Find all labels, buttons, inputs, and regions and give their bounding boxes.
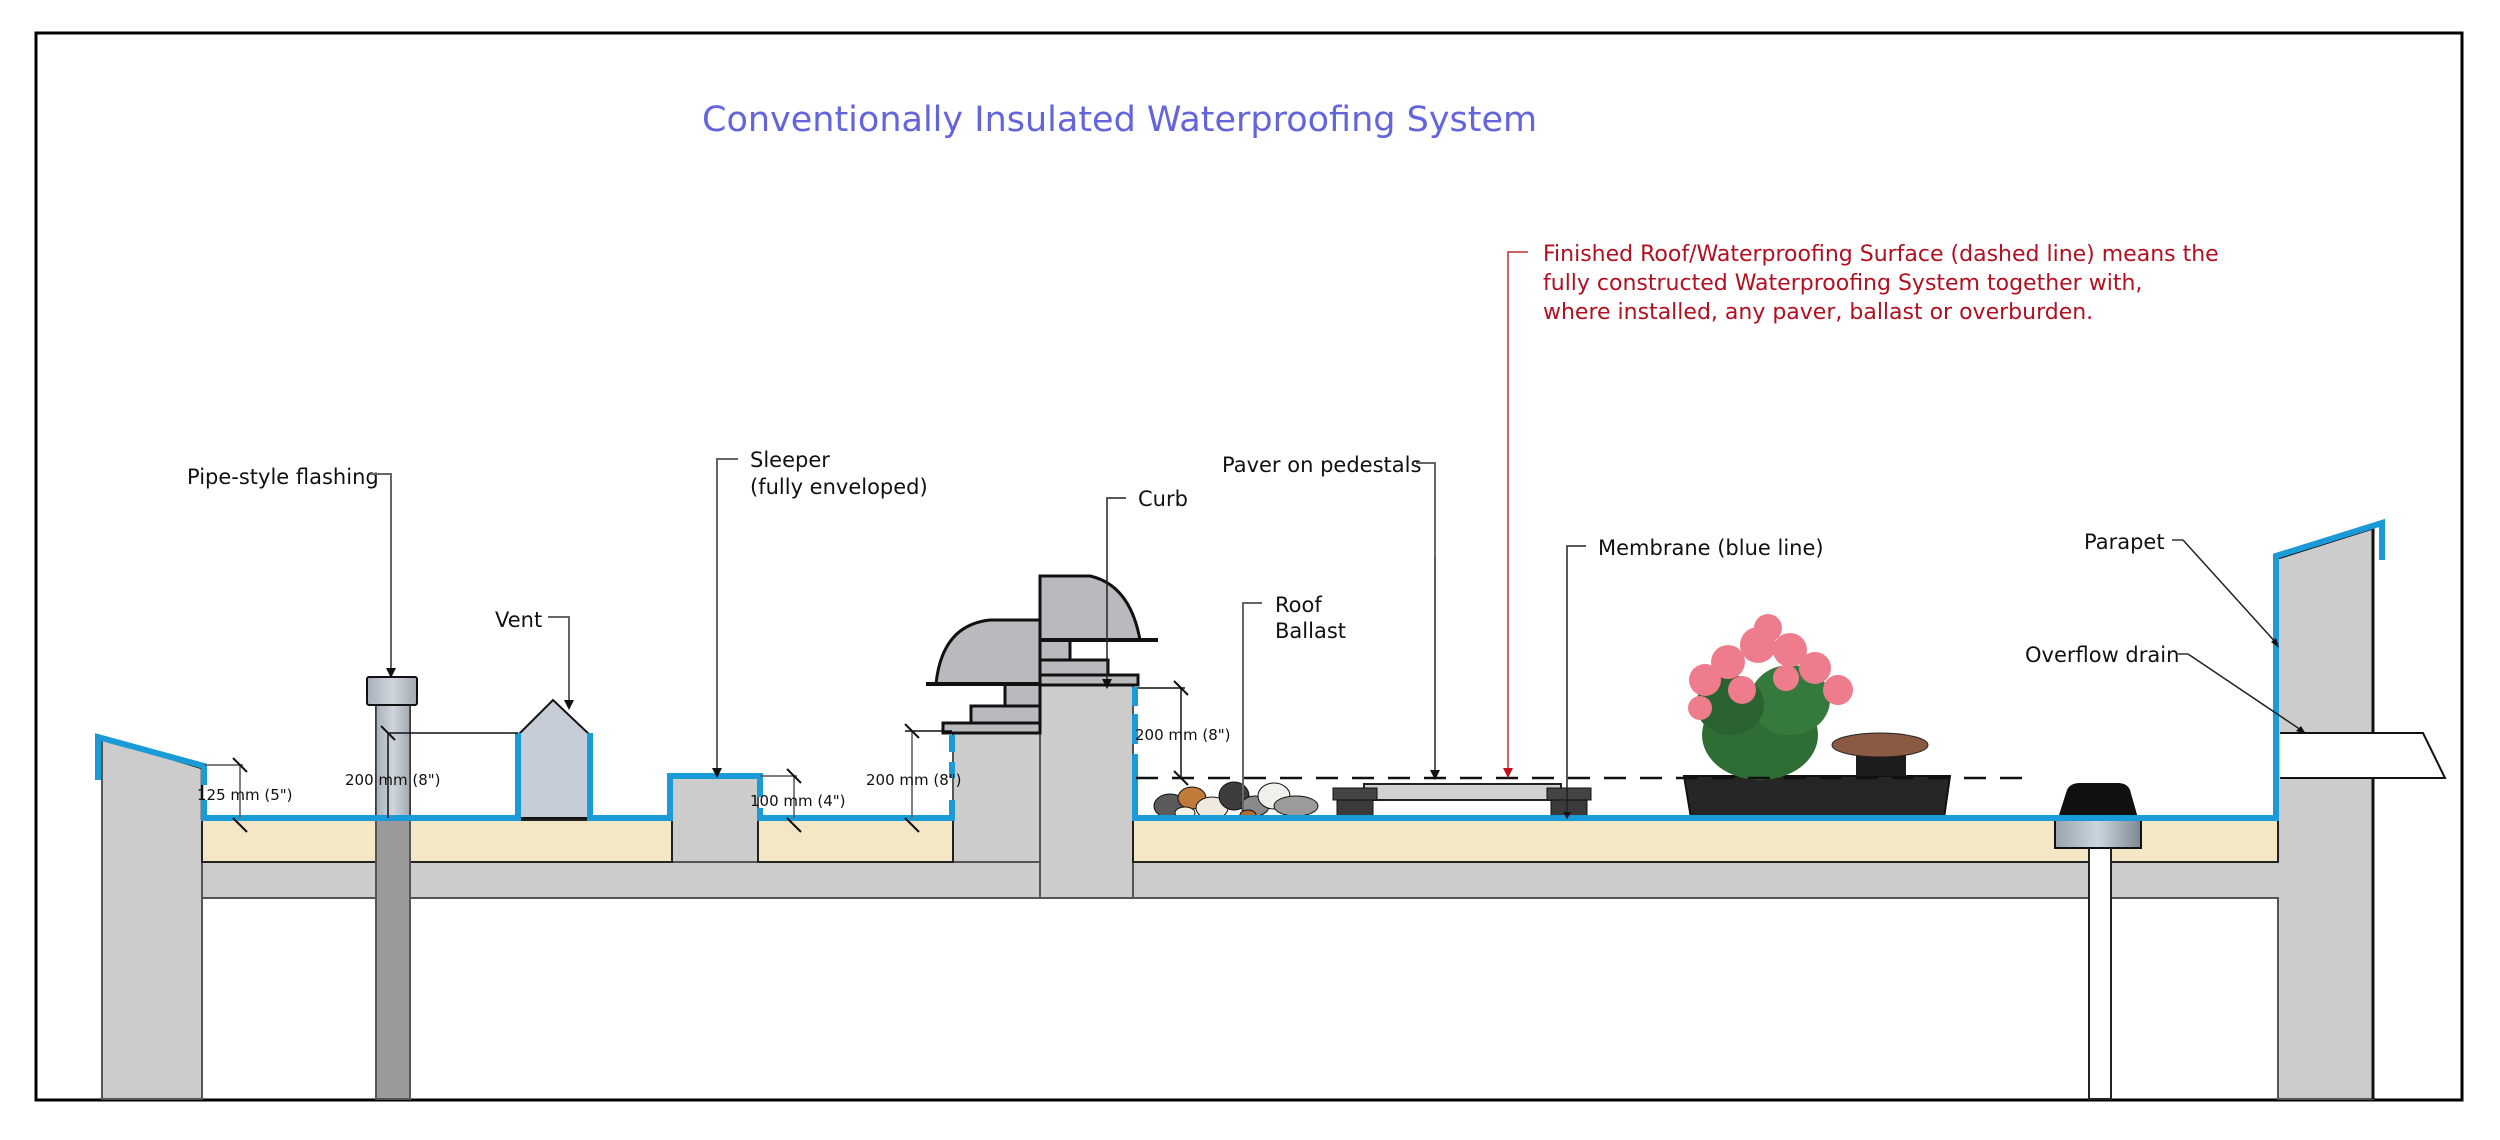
roof-ventilator [926,574,1158,735]
pipe-flashing-cap [366,676,418,706]
drain-dome [2058,783,2138,818]
sleeper-block [671,777,759,863]
label-paver-on-pedestals: Paver on pedestals [1222,453,1421,477]
label-pipe-style-flashing: Pipe-style flashing [187,465,379,489]
label-sleeper-line2: (fully enveloped) [750,475,928,499]
dim-sleeper: 100 mm (4") [750,792,846,810]
drain-body [2054,817,2142,849]
drawing-frame [34,31,2464,1102]
dim-pipe: 200 mm (8") [345,771,441,789]
label-sleeper-line1: Sleeper [750,448,830,472]
planter [1682,614,1952,819]
roof-drain [2054,783,2142,1100]
label-ballast-line2: Ballast [1275,619,1346,643]
roof-ballast [1153,781,1319,821]
dim-parapet-left: 125 mm (5") [197,786,293,804]
paver-on-pedestals [1332,783,1592,819]
pedestal-right-cap [1546,787,1592,801]
dim-curb-right: 200 mm (8") [1135,726,1231,744]
callouts: Pipe-style flashing Vent Sleeper (fully … [187,242,2306,819]
label-parapet: Parapet [2084,530,2165,554]
drain-pipe [2088,844,2112,1100]
label-vent: Vent [495,608,542,632]
pedestal-left-cap [1332,787,1378,801]
membrane-line [95,518,2385,821]
pipe-penetration [366,676,418,1100]
diagram-title: Conventionally Insulated Waterproofing S… [702,100,1537,140]
insulation [201,819,673,863]
succulent [1831,732,1929,776]
note-finished-surface-line1: Finished Roof/Waterproofing Surface (das… [1543,242,2219,267]
dimensions: 125 mm (5") 200 mm (8") 100 mm (4") 200 … [197,680,1231,833]
insulation [757,819,954,863]
pipe-flashing-sleeve [375,704,411,819]
concrete-structure [101,736,203,1100]
dim-curb-left: 200 mm (8") [866,771,962,789]
paver [1363,783,1562,801]
label-overflow-drain: Overflow drain [2025,643,2179,667]
structure [101,525,2375,1100]
overflow-drain [2280,732,2447,779]
planter-box [1682,775,1952,819]
label-curb: Curb [1138,487,1188,511]
vent [517,698,591,819]
curb-high [1039,684,1134,899]
curb-low [952,732,1041,863]
note-finished-surface-line3: where installed, any paver, ballast or o… [1543,300,2093,325]
label-ballast-line1: Roof [1275,593,1322,617]
label-membrane: Membrane (blue line) [1598,536,1824,560]
plant-flowers [1688,614,1853,720]
note-finished-surface-line2: fully constructed Waterproofing System t… [1543,271,2142,296]
